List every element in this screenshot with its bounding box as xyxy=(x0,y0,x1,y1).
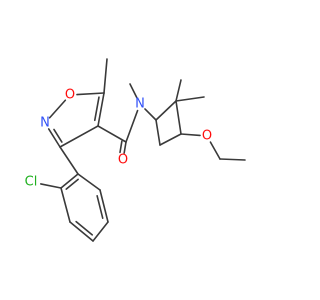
atom-label-o: O xyxy=(202,129,212,144)
bond-a21-a26 xyxy=(40,183,62,189)
bond-a22-a23 xyxy=(69,221,94,242)
bond-a2-a3 xyxy=(76,92,105,96)
bond-a1-a2 xyxy=(103,58,108,94)
bond-a11-a12 xyxy=(155,100,177,121)
bond-a4-a5 xyxy=(47,128,61,148)
atom-label-o: O xyxy=(65,88,75,103)
bond-a16-a11 xyxy=(155,119,161,146)
bond-a3-a4 xyxy=(48,99,67,119)
bond-a4-a5-inner xyxy=(53,128,63,143)
bond-a12-a14 xyxy=(175,96,205,102)
bond-a12-a15 xyxy=(175,100,182,135)
bond-a23-a24 xyxy=(92,221,109,242)
bond-a24-a25-inner xyxy=(96,195,104,220)
bond-a20-a21 xyxy=(60,173,79,189)
bond-a6-a2-inner xyxy=(93,96,100,122)
bond-a17-a18 xyxy=(209,141,221,160)
bond-a22-a23-inner xyxy=(75,220,94,236)
bond-a20-a21-inner xyxy=(65,178,79,190)
bond-a24-a25 xyxy=(99,189,109,223)
bond-a15-a17 xyxy=(180,133,201,137)
bond-a9-a11 xyxy=(144,108,157,121)
bond-layer xyxy=(40,58,246,242)
bond-a15-a16 xyxy=(159,133,182,146)
bond-a21-a22 xyxy=(60,187,71,223)
bond-a6-a7 xyxy=(97,125,127,143)
bond-a12-a13 xyxy=(175,79,182,102)
bond-a6-a2 xyxy=(97,92,105,127)
atom-label-cl: Cl xyxy=(25,175,38,190)
bond-a25-a20 xyxy=(77,173,101,191)
bond-a7-a9 xyxy=(125,109,139,143)
bond-a5-a6 xyxy=(59,125,99,148)
bond-a7-a8 xyxy=(123,141,127,154)
atom-label-n: N xyxy=(40,116,50,131)
bond-a9-a10 xyxy=(129,83,138,99)
atom-label-n: N xyxy=(135,97,145,112)
bond-a7-a8-second xyxy=(119,140,123,154)
bond-a18-a19 xyxy=(219,158,246,161)
bond-a5-a20 xyxy=(59,146,79,175)
atom-label-o: O xyxy=(118,153,128,168)
